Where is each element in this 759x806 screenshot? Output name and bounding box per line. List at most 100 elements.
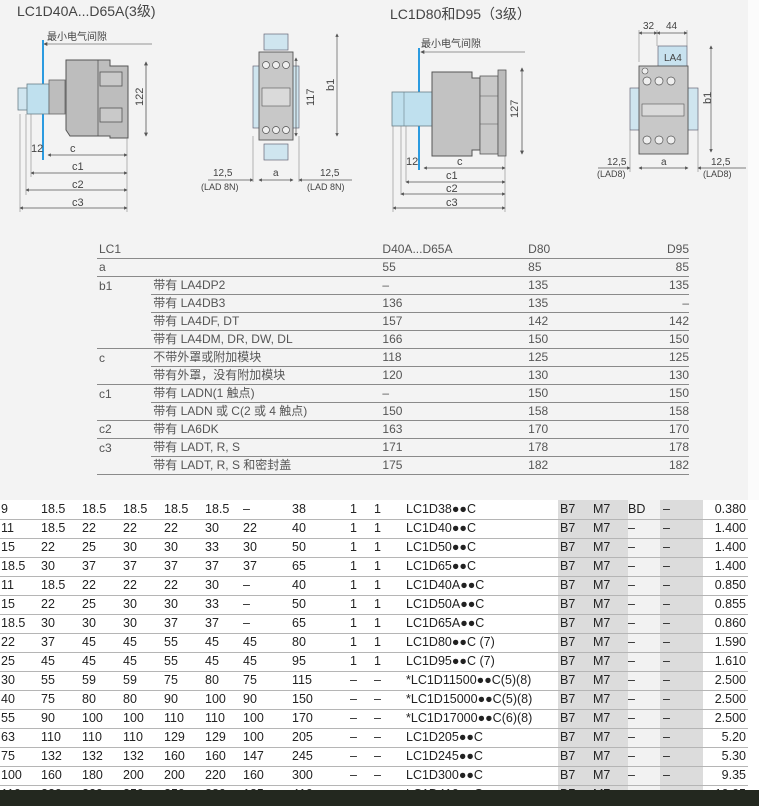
product-cell: 18.5 bbox=[205, 500, 243, 520]
product-reference: LC1D65●●C bbox=[406, 557, 558, 577]
product-cell: 30 bbox=[164, 538, 205, 558]
product-reference: *LC1D15000●●C(5)(8) bbox=[406, 690, 558, 710]
product-weight: 10.05 bbox=[703, 785, 748, 790]
right-front-b1: b1 bbox=[702, 92, 714, 104]
product-cell: 45 bbox=[123, 633, 164, 653]
product-cell: – bbox=[243, 595, 292, 615]
product-cell: 22 bbox=[164, 576, 205, 596]
product-cell: – bbox=[628, 766, 660, 786]
left-side-height: 122 bbox=[134, 88, 146, 106]
product-cell: 200 bbox=[164, 766, 205, 786]
product-cell: – bbox=[628, 690, 660, 710]
right-dim-c: c bbox=[457, 156, 463, 168]
right-drawing-title: LC1D80和D95（3级） bbox=[390, 6, 531, 22]
product-cell: M7 bbox=[593, 576, 628, 596]
product-cell: 45 bbox=[82, 633, 123, 653]
product-reference: LC1D50●●C bbox=[406, 538, 558, 558]
product-cell: – bbox=[628, 785, 660, 790]
product-weight: 0.860 bbox=[703, 614, 748, 634]
left-margin-left: 12,5 bbox=[213, 168, 233, 179]
product-cell: 90 bbox=[41, 709, 82, 729]
product-cell: 11 bbox=[0, 576, 41, 596]
product-cell: B7 bbox=[558, 576, 593, 596]
product-cell: 129 bbox=[164, 728, 205, 748]
product-cell: – bbox=[628, 633, 660, 653]
product-cell: – bbox=[660, 557, 703, 577]
right-clearance-label: 最小电气间隙 bbox=[421, 37, 481, 50]
product-cell: 22 bbox=[123, 519, 164, 539]
product-weight: 1.590 bbox=[703, 633, 748, 653]
product-cell: – bbox=[660, 766, 703, 786]
product-cell: – bbox=[350, 785, 374, 790]
product-cell: – bbox=[374, 766, 406, 786]
product-reference: LC1D40●●C bbox=[406, 519, 558, 539]
product-cell: – bbox=[660, 595, 703, 615]
product-cell: 1 bbox=[350, 500, 374, 520]
product-cell: 59 bbox=[123, 671, 164, 691]
product-cell: 410 bbox=[292, 785, 350, 790]
product-cell: – bbox=[350, 709, 374, 729]
product-cell: – bbox=[350, 747, 374, 767]
product-cell: M7 bbox=[593, 614, 628, 634]
product-cell: 100 bbox=[205, 690, 243, 710]
product-weight: 2.500 bbox=[703, 671, 748, 691]
dim-table-row: a 55 85 85 bbox=[97, 258, 689, 278]
product-cell: 250 bbox=[164, 785, 205, 790]
product-cell: M7 bbox=[593, 500, 628, 520]
left-side-view-drawing: 最小电气间隙 122 12 c c1 c2 c3 117 b1 12,5 (LA… bbox=[17, 30, 352, 212]
product-cell: B7 bbox=[558, 557, 593, 577]
left-front-height: 117 bbox=[305, 88, 317, 106]
product-cell: 80 bbox=[292, 633, 350, 653]
product-cell: 25 bbox=[0, 652, 41, 672]
product-cell: 100 bbox=[243, 709, 292, 729]
product-cell: 132 bbox=[41, 747, 82, 767]
product-cell: 30 bbox=[243, 538, 292, 558]
product-cell: 220 bbox=[82, 785, 123, 790]
product-cell: B7 bbox=[558, 690, 593, 710]
product-cell: 1 bbox=[350, 614, 374, 634]
product-cell: – bbox=[350, 690, 374, 710]
product-cell: 45 bbox=[243, 652, 292, 672]
product-cell: 170 bbox=[292, 709, 350, 729]
product-cell: 30 bbox=[123, 538, 164, 558]
product-cell: 110 bbox=[82, 728, 123, 748]
dim-table-row: c2 带有 LA6DK 163 170 170 bbox=[97, 420, 689, 440]
product-cell: M7 bbox=[593, 747, 628, 767]
product-cell: 65 bbox=[292, 614, 350, 634]
product-cell: 100 bbox=[123, 709, 164, 729]
product-cell: 18.5 bbox=[0, 614, 41, 634]
product-cell: 1 bbox=[374, 652, 406, 672]
product-cell: 63 bbox=[0, 728, 41, 748]
product-cell: B7 bbox=[558, 671, 593, 691]
product-weight: 5.20 bbox=[703, 728, 748, 748]
product-reference: LC1D50A●●C bbox=[406, 595, 558, 615]
product-cell: – bbox=[660, 576, 703, 596]
right-margin-left-note: (LAD8) bbox=[597, 169, 626, 179]
product-cell: 18.5 bbox=[0, 557, 41, 577]
dim-table-row: 带有 LA4DF, DT 157 142 142 bbox=[97, 312, 689, 332]
product-reference: LC1D245●●C bbox=[406, 747, 558, 767]
product-cell: 150 bbox=[292, 690, 350, 710]
product-cell: 1 bbox=[374, 538, 406, 558]
product-cell: 1 bbox=[350, 633, 374, 653]
product-cell: M7 bbox=[593, 728, 628, 748]
product-cell: 129 bbox=[205, 728, 243, 748]
product-cell: 37 bbox=[123, 557, 164, 577]
product-cell: – bbox=[350, 766, 374, 786]
product-cell: – bbox=[628, 595, 660, 615]
product-cell: 220 bbox=[205, 766, 243, 786]
product-cell: 30 bbox=[123, 595, 164, 615]
product-cell: 75 bbox=[41, 690, 82, 710]
product-cell: 33 bbox=[205, 538, 243, 558]
right-margin-right: 12,5 bbox=[711, 157, 731, 168]
product-weight: 2.500 bbox=[703, 690, 748, 710]
product-cell: 30 bbox=[123, 614, 164, 634]
product-reference: *LC1D11500●●C(5)(8) bbox=[406, 671, 558, 691]
product-cell: – bbox=[628, 576, 660, 596]
product-cell: 45 bbox=[82, 652, 123, 672]
dim-table-row: b1 带有 LA4DP2 – 135 135 bbox=[99, 276, 689, 296]
